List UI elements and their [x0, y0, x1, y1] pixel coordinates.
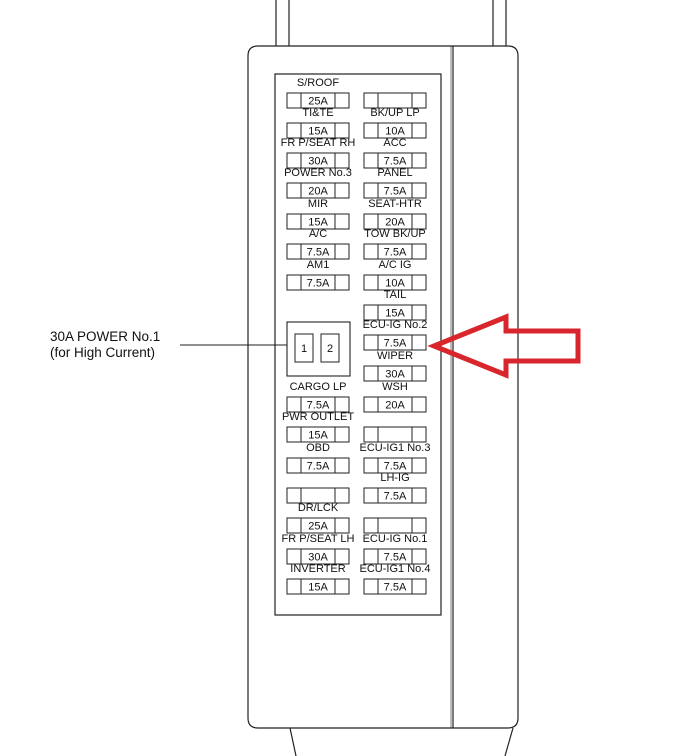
fuse-rating: 7.5A — [384, 552, 407, 564]
fuse-right-15[interactable]: ECU-IG No.1 7.5A — [363, 533, 428, 565]
fuse-label: AM1 — [307, 259, 330, 271]
fuse-right-11[interactable] — [363, 426, 427, 443]
fuse-right-7[interactable]: TAIL 15A — [363, 289, 427, 321]
fuse-label: DR/LCK — [298, 502, 339, 514]
fuse-box-housing — [247, 45, 519, 729]
fuse-left-4[interactable]: MIR 15A — [286, 198, 350, 230]
fuse-right-2[interactable]: ACC 7.5A — [363, 137, 427, 169]
callout-subtitle: (for High Current) — [50, 345, 155, 360]
fuse-rating: 7.5A — [384, 156, 407, 168]
fuse-label: TI&TE — [302, 107, 333, 119]
fuse-rating: 30A — [308, 156, 328, 168]
fuse-left-1[interactable]: TI&TE 15A — [286, 107, 350, 139]
fuse-right-0[interactable] — [363, 92, 427, 109]
fuse-right-13[interactable]: LH-IG 7.5A — [363, 472, 427, 504]
fuse-label: POWER No.3 — [284, 167, 352, 179]
fuse-label: OBD — [306, 442, 330, 454]
fuse-rating: 7.5A — [384, 491, 407, 503]
fuse-rating: 15A — [308, 582, 328, 594]
fuse-rating: 7.5A — [384, 338, 407, 350]
fuse-rating: 20A — [385, 400, 405, 412]
fuse-right-16[interactable]: ECU-IG1 No.4 7.5A — [360, 563, 431, 595]
fuse-label: MIR — [308, 198, 328, 210]
fuse-left-8[interactable]: PWR OUTLET 15A — [282, 411, 354, 443]
fuse-rating: 20A — [308, 186, 328, 198]
fuse-right-6[interactable]: A/C IG 10A — [363, 259, 427, 291]
fuse-label: ECU-IG No.1 — [363, 533, 428, 545]
fuse-right-10[interactable]: WSH 20A — [363, 381, 427, 413]
fuse-label: WSH — [382, 381, 408, 393]
fuse-rating: 7.5A — [384, 461, 407, 473]
fuse-label: A/C — [309, 228, 327, 240]
fuse-label: ECU-IG1 No.3 — [360, 442, 431, 454]
fuse-label: SEAT-HTR — [368, 198, 422, 210]
fuse-left-5[interactable]: A/C 7.5A — [286, 228, 350, 260]
fuse-left-9[interactable]: OBD 7.5A — [286, 442, 350, 474]
fuse-rating: 7.5A — [384, 247, 407, 259]
callout: 30A POWER No.1 (for High Current) — [50, 329, 287, 360]
fuse-left-7[interactable]: CARGO LP 7.5A — [286, 381, 350, 413]
fuse-left-0[interactable]: S/ROOF 25A — [286, 77, 350, 109]
fuse-rating: 10A — [385, 126, 405, 138]
fuse-rating: 7.5A — [384, 186, 407, 198]
fuse-rating: 15A — [385, 308, 405, 320]
fuse-right-1[interactable]: BK/UP LP 10A — [363, 107, 427, 139]
fuse-rating: 30A — [385, 369, 405, 381]
fuse-rating: 10A — [385, 278, 405, 290]
fuse-rating: 25A — [308, 96, 328, 108]
relay-pin-2: 2 — [327, 343, 333, 355]
fuse-left-11[interactable]: DR/LCK 25A — [286, 502, 350, 534]
fuse-label: FR P/SEAT LH — [282, 533, 355, 545]
fuse-right-8[interactable]: ECU-IG No.2 7.5A — [363, 319, 428, 351]
fuse-label: PANEL — [377, 167, 412, 179]
fuse-label: TOW BK/UP — [364, 228, 426, 240]
top-connector — [275, 0, 507, 46]
fuse-rating: 7.5A — [307, 400, 330, 412]
fuse-rating: 7.5A — [384, 582, 407, 594]
fuse-left-3[interactable]: POWER No.3 20A — [284, 167, 352, 199]
fuse-label: WIPER — [377, 350, 413, 362]
fuse-left-13[interactable]: INVERTER 15A — [286, 563, 350, 595]
fuse-rating: 30A — [308, 552, 328, 564]
fuse-label: BK/UP LP — [370, 107, 419, 119]
fuse-rating: 25A — [308, 521, 328, 533]
fuse-left-12[interactable]: FR P/SEAT LH 30A — [282, 533, 355, 565]
fuse-label: TAIL — [384, 289, 406, 301]
fuse-label: ACC — [383, 137, 406, 149]
relay-pin-1: 1 — [301, 343, 307, 355]
fuse-right-3[interactable]: PANEL 7.5A — [363, 167, 427, 199]
callout-title: 30A POWER No.1 — [50, 329, 160, 344]
fuse-right-12[interactable]: ECU-IG1 No.3 7.5A — [360, 442, 431, 474]
fuse-label: ECU-IG No.2 — [363, 319, 428, 331]
bottom-connector — [289, 727, 514, 756]
fuse-rating: 7.5A — [307, 461, 330, 473]
fuse-label: ECU-IG1 No.4 — [360, 563, 431, 575]
fuse-rating: 20A — [385, 217, 405, 229]
fuse-left-2[interactable]: FR P/SEAT RH 30A — [281, 137, 356, 169]
fuse-rating: 7.5A — [307, 278, 330, 290]
fuse-left-10[interactable] — [286, 487, 350, 504]
relay-30a-power-no1[interactable]: 1 2 — [286, 321, 351, 377]
fuse-label: INVERTER — [290, 563, 345, 575]
fuse-label: LH-IG — [380, 472, 409, 484]
fuse-right-4[interactable]: SEAT-HTR 20A — [363, 198, 427, 230]
fuse-label: CARGO LP — [290, 381, 347, 393]
fuse-right-5[interactable]: TOW BK/UP 7.5A — [363, 228, 427, 260]
fuse-label: S/ROOF — [297, 77, 339, 89]
fuse-right-14[interactable] — [363, 517, 427, 534]
highlight-arrow — [427, 313, 581, 379]
fuse-rating: 15A — [308, 126, 328, 138]
fuse-label: A/C IG — [378, 259, 411, 271]
fuse-label: PWR OUTLET — [282, 411, 354, 423]
fuse-left-6[interactable]: AM1 7.5A — [286, 259, 350, 291]
fuse-rating: 15A — [308, 430, 328, 442]
fuse-rating: 15A — [308, 217, 328, 229]
fuse-rating: 7.5A — [307, 247, 330, 259]
fuse-label: FR P/SEAT RH — [281, 137, 356, 149]
fuse-right-9[interactable]: WIPER 30A — [363, 350, 427, 382]
